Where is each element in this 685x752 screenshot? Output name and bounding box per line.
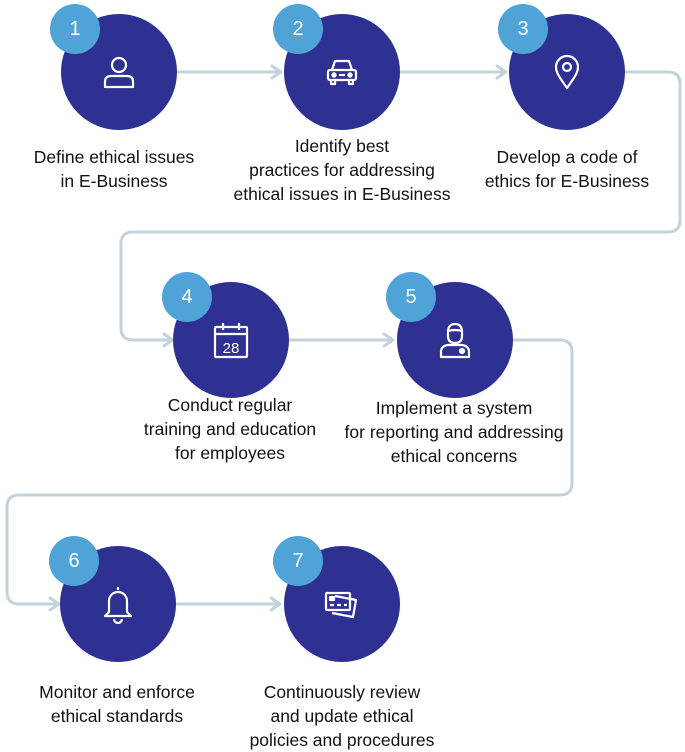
step-7-number-badge: 7: [273, 536, 323, 586]
step-3-number-badge: 3: [498, 4, 548, 54]
step-7-label: Continuously review and update ethical p…: [249, 682, 435, 750]
person-badge-icon: [439, 322, 471, 359]
step-1-label: Define ethical issues in E-Business: [33, 147, 195, 191]
credit-cards-icon: [324, 591, 358, 619]
arrowhead-6-7: [269, 596, 282, 612]
connector-3-4: [119, 70, 682, 342]
step-5-number-badge: 5: [386, 272, 436, 322]
bell-icon: [103, 587, 133, 624]
arrowhead-2-3: [495, 64, 508, 80]
step-3-label: Develop a code of ethics for E-Business: [484, 147, 650, 191]
step-4-number-badge: 4: [162, 272, 212, 322]
calendar-icon: 28: [213, 323, 249, 359]
calendar-day: 28: [223, 340, 240, 357]
arrowhead-1-2: [270, 64, 283, 80]
car-icon: [326, 59, 358, 86]
location-pin-icon: [554, 54, 580, 90]
arrowhead-4-5: [382, 332, 395, 348]
step-6-number-badge: 6: [49, 536, 99, 586]
arrowhead-5-6: [48, 596, 61, 612]
step-5-label: Implement a system for reporting and add…: [344, 398, 564, 466]
step-4-label: Conduct regular training and education f…: [143, 395, 317, 463]
step-1-number-badge: 1: [50, 4, 100, 54]
step-2-number-badge: 2: [273, 4, 323, 54]
step-6-label: Monitor and enforce ethical standards: [39, 682, 195, 726]
step-2-label: Identify best practices for addressing e…: [233, 136, 451, 204]
user-icon: [103, 56, 135, 89]
connector-5-6: [5, 338, 574, 606]
